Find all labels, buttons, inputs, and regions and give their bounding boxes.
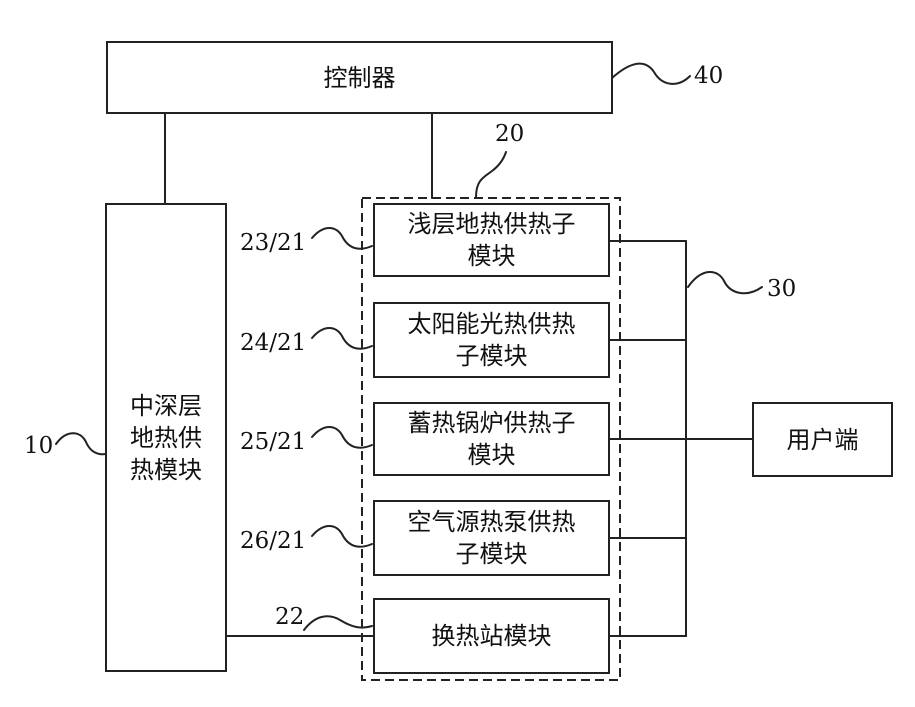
user-terminal-box: 用户端: [752, 402, 893, 477]
ref-heat-exchange-station: 22: [275, 604, 304, 630]
air-source-pump-label: 空气源热泵供热 子模块: [408, 506, 576, 570]
deep-geothermal-box: 中深层 地热供 热模块: [105, 203, 227, 672]
ref-shallow-geothermal: 23/21: [240, 230, 306, 256]
leader-group: [476, 152, 506, 197]
heat-exchange-station-box: 换热站模块: [373, 598, 610, 674]
solar-thermal-label: 太阳能光热供热 子模块: [408, 308, 576, 372]
storage-boiler-label: 蓄热锅炉供热子 模块: [408, 407, 576, 471]
shallow-geothermal-label: 浅层地热供热子 模块: [408, 208, 576, 272]
air-source-pump-box: 空气源热泵供热 子模块: [373, 500, 610, 576]
controller-label: 控制器: [324, 62, 396, 94]
leader-controller: [612, 64, 690, 84]
deep-geothermal-label: 中深层 地热供 热模块: [130, 390, 202, 486]
user-terminal-label: 用户端: [787, 424, 859, 456]
ref-deep-geothermal: 10: [24, 433, 53, 459]
ref-air-source-pump: 26/21: [240, 528, 306, 554]
ref-controller: 40: [694, 63, 723, 89]
ref-bus: 30: [767, 276, 796, 302]
shallow-geothermal-box: 浅层地热供热子 模块: [373, 203, 610, 277]
solar-thermal-box: 太阳能光热供热 子模块: [373, 302, 610, 378]
ref-storage-boiler: 25/21: [240, 429, 306, 455]
ref-group: 20: [495, 121, 524, 147]
ref-solar-thermal: 24/21: [240, 330, 306, 356]
controller-box: 控制器: [106, 41, 613, 114]
heat-exchange-station-label: 换热站模块: [432, 620, 552, 652]
storage-boiler-box: 蓄热锅炉供热子 模块: [373, 402, 610, 476]
leader-bus: [688, 272, 762, 293]
